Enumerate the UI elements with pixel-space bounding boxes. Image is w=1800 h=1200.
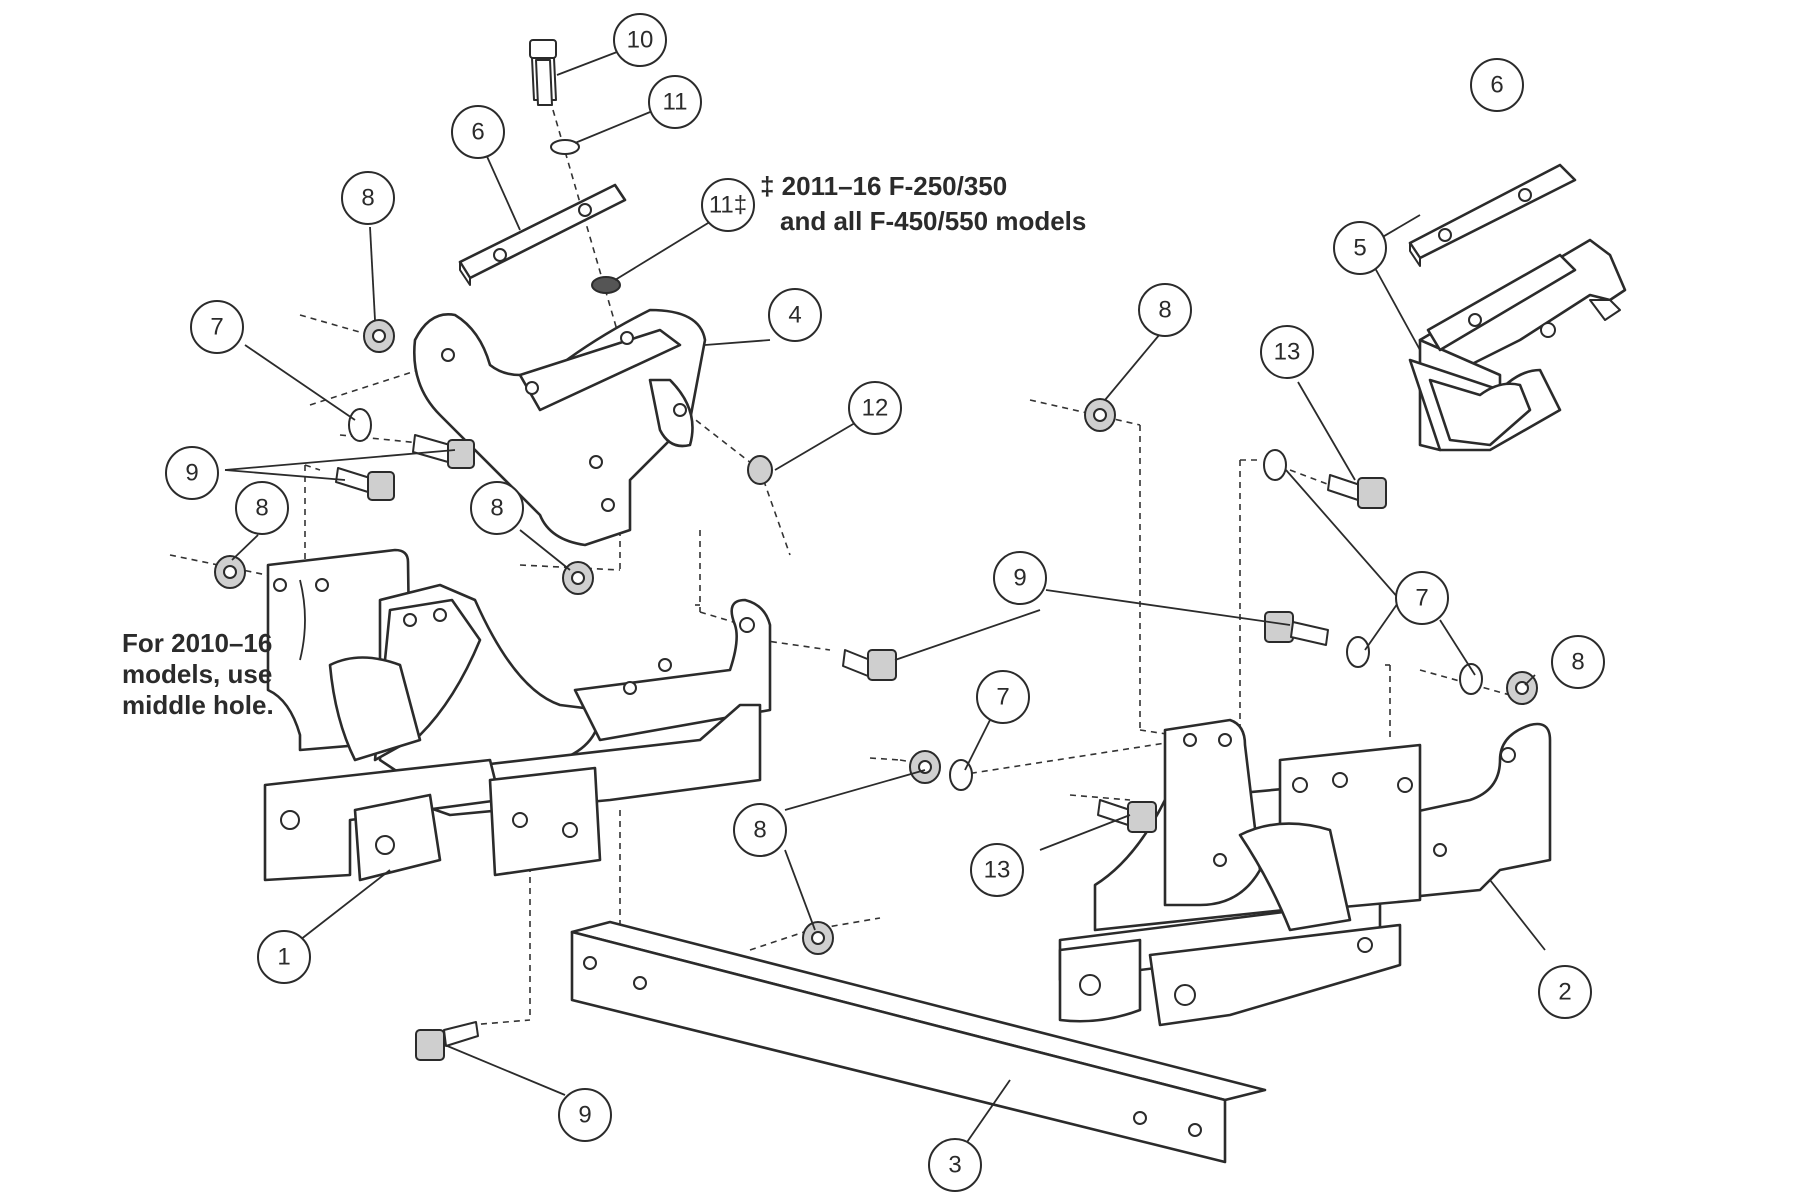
- svg-text:8: 8: [1571, 649, 1584, 676]
- nut-12: [747, 455, 773, 485]
- svg-text:13: 13: [1274, 339, 1301, 366]
- bolt-9-bottom: [415, 1021, 479, 1061]
- nut-8-center: [562, 561, 594, 595]
- svg-text:3: 3: [948, 1152, 961, 1179]
- callout-7-center: 7: [976, 670, 1030, 724]
- part-3-angle-bar: [570, 920, 1267, 1164]
- bolt-13-upper: [1327, 474, 1387, 509]
- model-note: ‡ 2011–16 F-250/350 and all F-450/550 mo…: [760, 171, 1086, 236]
- callout-10: 10: [613, 13, 667, 67]
- part-1-left-mount-frame: [263, 548, 772, 882]
- washer-7-upper-right: [1263, 449, 1287, 481]
- bolt-9-lower: [335, 467, 395, 501]
- nut-8-top-left: [363, 319, 395, 353]
- callout-9-bottom: 9: [558, 1088, 612, 1142]
- hole-note: For 2010–16 models, use middle hole.: [122, 628, 274, 720]
- svg-text:5: 5: [1353, 235, 1366, 262]
- callout-8-center-left: 8: [470, 481, 524, 535]
- callout-9-left: 9: [165, 446, 219, 500]
- svg-text:6: 6: [471, 119, 484, 146]
- washer-11-dark: [591, 276, 621, 294]
- svg-text:7: 7: [1415, 585, 1428, 612]
- svg-text:9: 9: [578, 1102, 591, 1129]
- callout-13-upper: 13: [1260, 325, 1314, 379]
- svg-text:7: 7: [996, 684, 1009, 711]
- bolt-9-right: [1264, 611, 1329, 646]
- callout-7-right: 7: [1395, 571, 1449, 625]
- part-5-channel-bracket: [1408, 238, 1627, 452]
- callout-4: 4: [768, 288, 822, 342]
- callout-8-top-left: 8: [341, 171, 395, 225]
- callout-9-center: 9: [993, 551, 1047, 605]
- callout-6-center: 6: [451, 105, 505, 159]
- callout-13-lower: 13: [970, 843, 1024, 897]
- hole-note-line-3: middle hole.: [122, 690, 274, 720]
- svg-text:9: 9: [1013, 565, 1026, 592]
- hole-note-line-1: For 2010–16: [122, 628, 272, 658]
- nut-8-mid: [909, 750, 941, 784]
- callout-12: 12: [848, 381, 902, 435]
- nut-8-left: [214, 555, 246, 589]
- svg-text:7: 7: [210, 314, 223, 341]
- callout-8-upper-right: 8: [1138, 283, 1192, 337]
- washer-11: [550, 139, 580, 155]
- bolt-10: [529, 39, 557, 106]
- hardware: [214, 39, 1538, 1061]
- svg-text:8: 8: [753, 817, 766, 844]
- callout-2: 2: [1538, 965, 1592, 1019]
- svg-text:6: 6: [1490, 72, 1503, 99]
- washer-7-right-b: [1459, 663, 1483, 695]
- washer-7-left: [348, 408, 372, 442]
- callout-5: 5: [1333, 221, 1387, 275]
- callout-8-right: 8: [1551, 635, 1605, 689]
- bolt-9-center: [842, 649, 897, 681]
- model-note-line-1: ‡ 2011–16 F-250/350: [760, 171, 1007, 201]
- svg-text:13: 13: [984, 857, 1011, 884]
- callout-8-center: 8: [733, 803, 787, 857]
- washer-7-right-a: [1346, 636, 1370, 668]
- part-6-plate-right: [1408, 163, 1577, 267]
- callout-7-left: 7: [190, 300, 244, 354]
- callout-3: 3: [928, 1138, 982, 1192]
- svg-text:8: 8: [1158, 297, 1171, 324]
- svg-text:11: 11: [663, 89, 688, 116]
- svg-text:8: 8: [255, 495, 268, 522]
- model-note-line-2: and all F-450/550 models: [780, 206, 1086, 236]
- callout-1: 1: [257, 930, 311, 984]
- svg-text:4: 4: [788, 302, 801, 329]
- nut-8-upper-right: [1084, 398, 1116, 432]
- part-2-right-mount-frame: [1058, 718, 1552, 1027]
- svg-text:12: 12: [862, 395, 889, 422]
- callout-11-dagger: 11‡: [701, 178, 755, 232]
- callout-11: 11: [648, 75, 702, 129]
- callout-8-left: 8: [235, 481, 289, 535]
- part-6-plate-center: [458, 183, 627, 286]
- svg-text:1: 1: [277, 944, 290, 971]
- svg-text:9: 9: [185, 460, 198, 487]
- svg-text:11‡: 11‡: [709, 192, 747, 219]
- svg-text:10: 10: [627, 27, 654, 54]
- hole-note-line-2: models, use: [122, 659, 272, 689]
- nut-8-low: [802, 921, 834, 955]
- svg-text:8: 8: [490, 495, 503, 522]
- svg-text:2: 2: [1558, 979, 1571, 1006]
- callout-6-right: 6: [1470, 58, 1524, 112]
- bolt-9-upper: [412, 434, 475, 469]
- svg-text:8: 8: [361, 185, 374, 212]
- part-4-upper-bracket: [413, 308, 707, 547]
